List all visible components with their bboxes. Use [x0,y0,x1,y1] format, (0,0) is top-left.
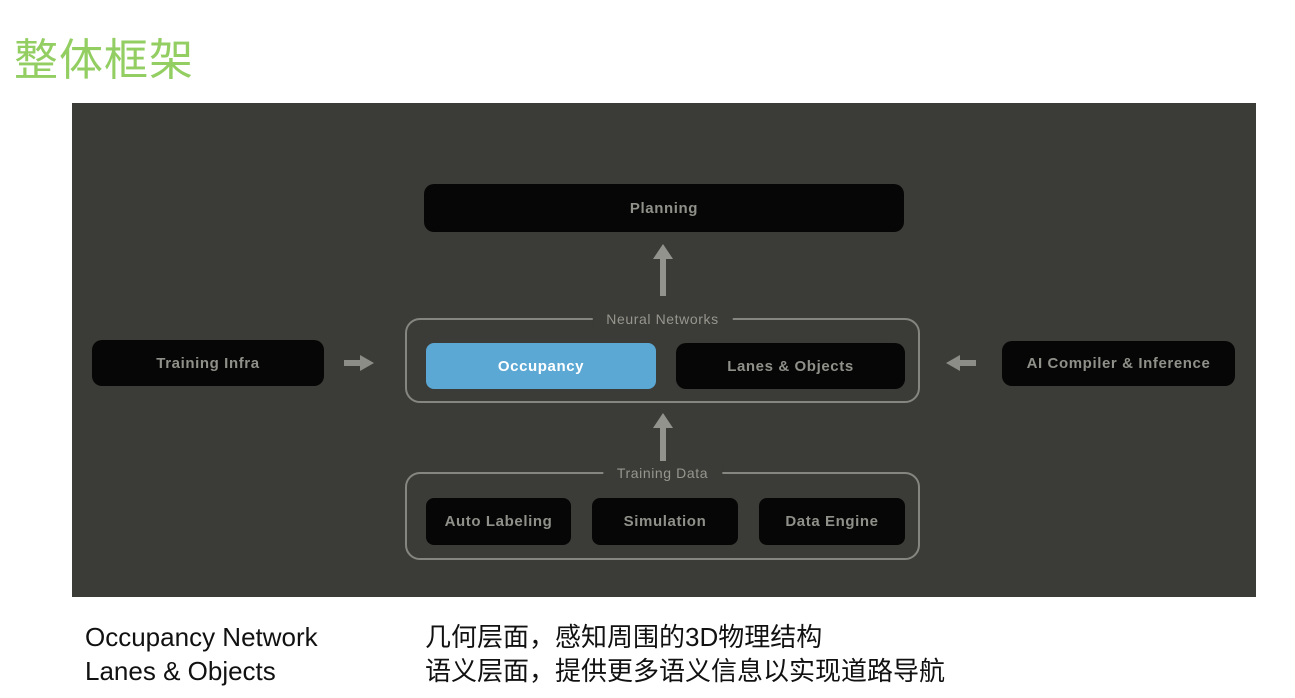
occupancy-node-label: Occupancy [497,357,585,375]
simulation-node: Simulation [592,498,738,545]
slide-title: 整体框架 [14,36,194,85]
occupancy-node: Occupancy [426,343,656,389]
left-arrow-icon [946,355,976,371]
ai-compiler-inference-node: AI Compiler & Inference [1002,341,1235,386]
footnote-terms: Occupancy Network Lanes & Objects [85,620,318,688]
auto-labeling-node-label: Auto Labeling [444,513,553,530]
ai-compiler-inference-node-label: AI Compiler & Inference [1026,355,1211,372]
simulation-node-label: Simulation [623,513,707,530]
training-infra-node: Training Infra [92,340,324,386]
training-data-group: Training Data Auto Labeling Simulation D… [405,464,920,560]
data-engine-node: Data Engine [759,498,905,545]
up-arrow-icon [652,413,674,461]
footnote-desc-semantics: 语义层面，提供更多语义信息以实现道路导航 [425,656,946,686]
training-infra-node-label: Training Infra [156,354,260,372]
footnote-desc-geometry: 几何层面，感知周围的3D物理结构 [425,622,823,652]
data-engine-node-label: Data Engine [785,513,879,530]
planning-node-label: Planning [629,199,699,217]
lanes-objects-node: Lanes & Objects [676,343,905,389]
right-arrow-icon [344,355,374,371]
up-arrow-icon [652,244,674,296]
training-data-group-label: Training Data [602,464,723,482]
footnote-descriptions: 几何层面，感知周围的3D物理结构 语义层面，提供更多语义信息以实现道路导航 [425,620,945,688]
footnote-term-lanes: Lanes & Objects [85,656,276,686]
footnote-term-occupancy: Occupancy Network [85,622,318,652]
planning-node: Planning [424,184,904,232]
architecture-diagram-panel: Planning Neural Networks Occupancy Lanes… [72,103,1256,597]
neural-networks-group-label: Neural Networks [592,310,733,328]
lanes-objects-node-label: Lanes & Objects [727,357,854,375]
auto-labeling-node: Auto Labeling [426,498,571,545]
neural-networks-group: Neural Networks Occupancy Lanes & Object… [405,310,920,403]
